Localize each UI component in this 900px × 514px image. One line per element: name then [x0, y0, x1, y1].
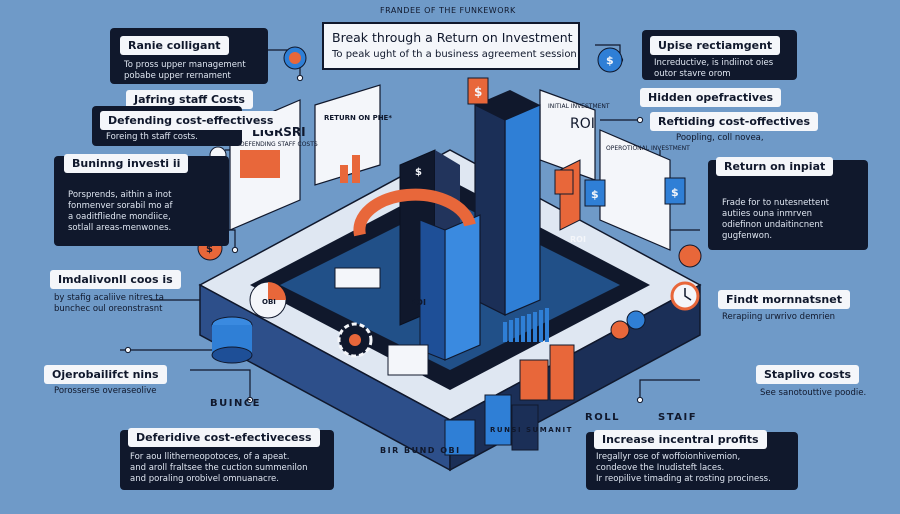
coin-icon [289, 52, 301, 64]
dollar-sign: $ [671, 186, 679, 199]
coin-icon [597, 47, 623, 73]
pie-slice [268, 282, 286, 300]
board-left-chart [240, 150, 280, 178]
bar-strip [503, 308, 549, 342]
dollar-card-icon [664, 177, 686, 205]
card-body: For aou llitherneopotoces, of a apeat. a… [130, 452, 308, 484]
supertitle: FRANDEE OF THE FUNKEWORK [380, 6, 516, 15]
label-roi: ROI [570, 116, 595, 132]
label-side: ROI [570, 235, 586, 244]
card-right-2: Return on inpiat Frade for to nutesnette… [708, 157, 868, 250]
tag-body: See sanotouttive poodie. [760, 388, 867, 398]
orange-arc [353, 188, 476, 237]
card-right-1: Upise rectiamgent Increductive, is indii… [642, 30, 797, 80]
coin-icon [610, 320, 630, 340]
tag-body: Poopling, coll novea, [676, 133, 764, 143]
cylinder-bottom [211, 346, 253, 364]
tag-staff-costs: Jafring staff Costs [126, 90, 253, 109]
coin-icons [197, 46, 702, 340]
card-heading: Deferidive cost-efectivecess [128, 428, 320, 447]
tag-staple: Staplivo costs [756, 365, 860, 384]
dollar-sign: $ [474, 85, 482, 99]
dollar-card-icon [554, 169, 574, 195]
card-left-1: Ranie colligant To pross upper managemen… [110, 28, 268, 84]
title-box: Break through a Return on Investment To … [322, 22, 580, 70]
screen-icon [387, 344, 429, 376]
label-roi-box: ROI [410, 298, 426, 307]
connector-line [639, 379, 700, 400]
tower-tall-front [504, 104, 541, 316]
cube-dark [511, 404, 539, 451]
connector-line [190, 369, 251, 400]
page-title: Break through a Return on Investment [332, 30, 573, 45]
card-body: Porsprends, aithin a inot fonmenver sora… [68, 190, 173, 233]
dollar-sign: $ [591, 188, 599, 201]
card-body: To pross upper management pobabe upper r… [124, 60, 246, 81]
label-pie: OBI [262, 298, 276, 306]
board-center-left [314, 84, 381, 186]
floor-label-mid: ROLL [585, 412, 620, 423]
card-heading: Ranie colligant [120, 36, 229, 55]
tower-tall-top [475, 90, 540, 120]
card-right-3: Increase incentral profits Iregallyr ose… [586, 430, 798, 490]
tag-find: Findt mornnatsnet [718, 290, 850, 309]
label-board-right: OPEROTIONAL INVESTMENT [606, 145, 690, 152]
label-board-left: DEFENDING STAFF COSTS [240, 141, 318, 148]
card-left-3: Buninng investi ii Porsprends, aithin a … [54, 154, 229, 246]
document-icon [334, 267, 381, 289]
tag-body: Porosserse overaseolive [54, 386, 157, 396]
tower-blue-side [419, 219, 446, 361]
floor-label-front: BIR BUND OBI [380, 446, 461, 455]
tag-individual-costs: Imdalivonll coos is [50, 270, 181, 289]
label-return-on-phe: RETURN ON PHE* [324, 114, 392, 122]
dollar-sign: $ [206, 244, 213, 255]
card-body: Increductive, is indiinot oies outor sta… [654, 58, 774, 79]
coin-icon [626, 310, 646, 330]
dollar-sign: $ [606, 54, 614, 67]
clock-hands [684, 288, 692, 301]
card-left-2: Defending cost-effectivess Foreing th st… [92, 106, 282, 146]
coin-icon [678, 244, 702, 268]
cube-blue [444, 419, 476, 456]
dollar-card-icon [584, 179, 606, 207]
dollar-sign: $ [415, 167, 422, 178]
gear-hub [349, 334, 361, 346]
card-heading: Buninng investi ii [64, 154, 189, 173]
mini-bar [352, 155, 360, 183]
dollar-card-icon [467, 77, 489, 105]
cube-orange [549, 344, 575, 401]
card-body: Foreing th staff costs. [106, 132, 198, 142]
floor-label-right: STAIF [658, 412, 698, 423]
tag-reducing: Reftiding cost-offectives [650, 112, 819, 131]
card-left-4: Deferidive cost-efectivecess For aou lli… [120, 428, 334, 490]
tower-blue [444, 214, 481, 361]
card-body: Iregallyr ose of woffoionhivemion, conde… [596, 452, 771, 484]
tag-body: by stafig acaliive nitres ta bunchec oul… [54, 293, 164, 314]
card-heading: Upise rectiamgent [650, 36, 781, 55]
label-board-center: INITIAL INVESTMENT [548, 103, 610, 110]
card-heading: Defending cost-effectivess [100, 111, 282, 130]
cube-blue [484, 394, 512, 446]
card-heading: Increase incentral profits [594, 430, 767, 449]
cube-orange [519, 359, 549, 401]
tag-body: Rerapiing urwrivo demrien [722, 312, 836, 322]
tag-hidden: Hidden opefractives [640, 88, 782, 107]
card-body: Frade for to nutesnettent autiies ouna i… [722, 198, 829, 241]
floor-label-left: BUINCE [210, 398, 262, 409]
page-subtitle: To peak ught of th a business agreement … [332, 49, 577, 60]
tag-operational: Ojerobailifct nins [44, 365, 167, 384]
card-heading: Return on inpiat [716, 157, 834, 176]
floor-label-front2: RUNSI SUMANIT [490, 426, 573, 434]
mini-bar [340, 165, 348, 183]
